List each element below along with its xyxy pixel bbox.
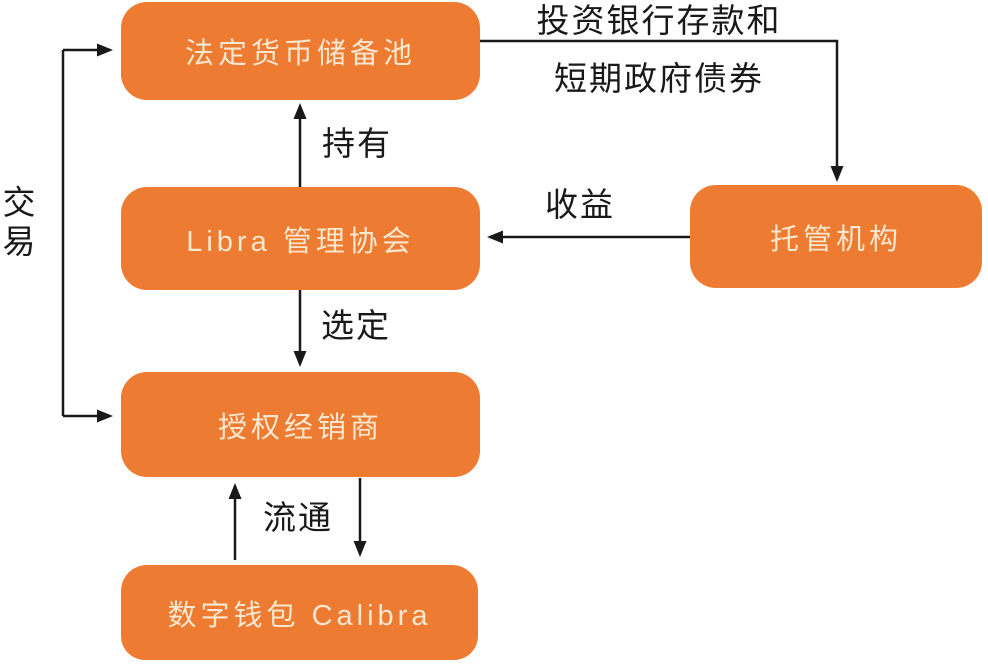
edge-label-circulate: 流通 xyxy=(263,499,333,536)
edge-label-investment: 投资银行存款和 短期政府债券 xyxy=(480,0,838,100)
edge-label-income: 收益 xyxy=(545,186,615,223)
edge-label-investment-line2: 短期政府债券 xyxy=(554,60,764,97)
node-digital-wallet-calibra: 数字钱包 Calibra xyxy=(121,565,478,660)
edge-label-select: 选定 xyxy=(321,307,391,344)
edge-label-trade: 交易 xyxy=(0,185,35,263)
edge-label-hold: 持有 xyxy=(322,125,392,162)
edge-label-investment-line1: 投资银行存款和 xyxy=(536,2,782,39)
node-libra-association: Libra 管理协会 xyxy=(121,187,480,290)
node-fiat-reserve-pool: 法定货币储备池 xyxy=(121,2,480,100)
node-custodian-institution: 托管机构 xyxy=(690,185,982,288)
node-authorized-dealers: 授权经销商 xyxy=(121,372,480,477)
